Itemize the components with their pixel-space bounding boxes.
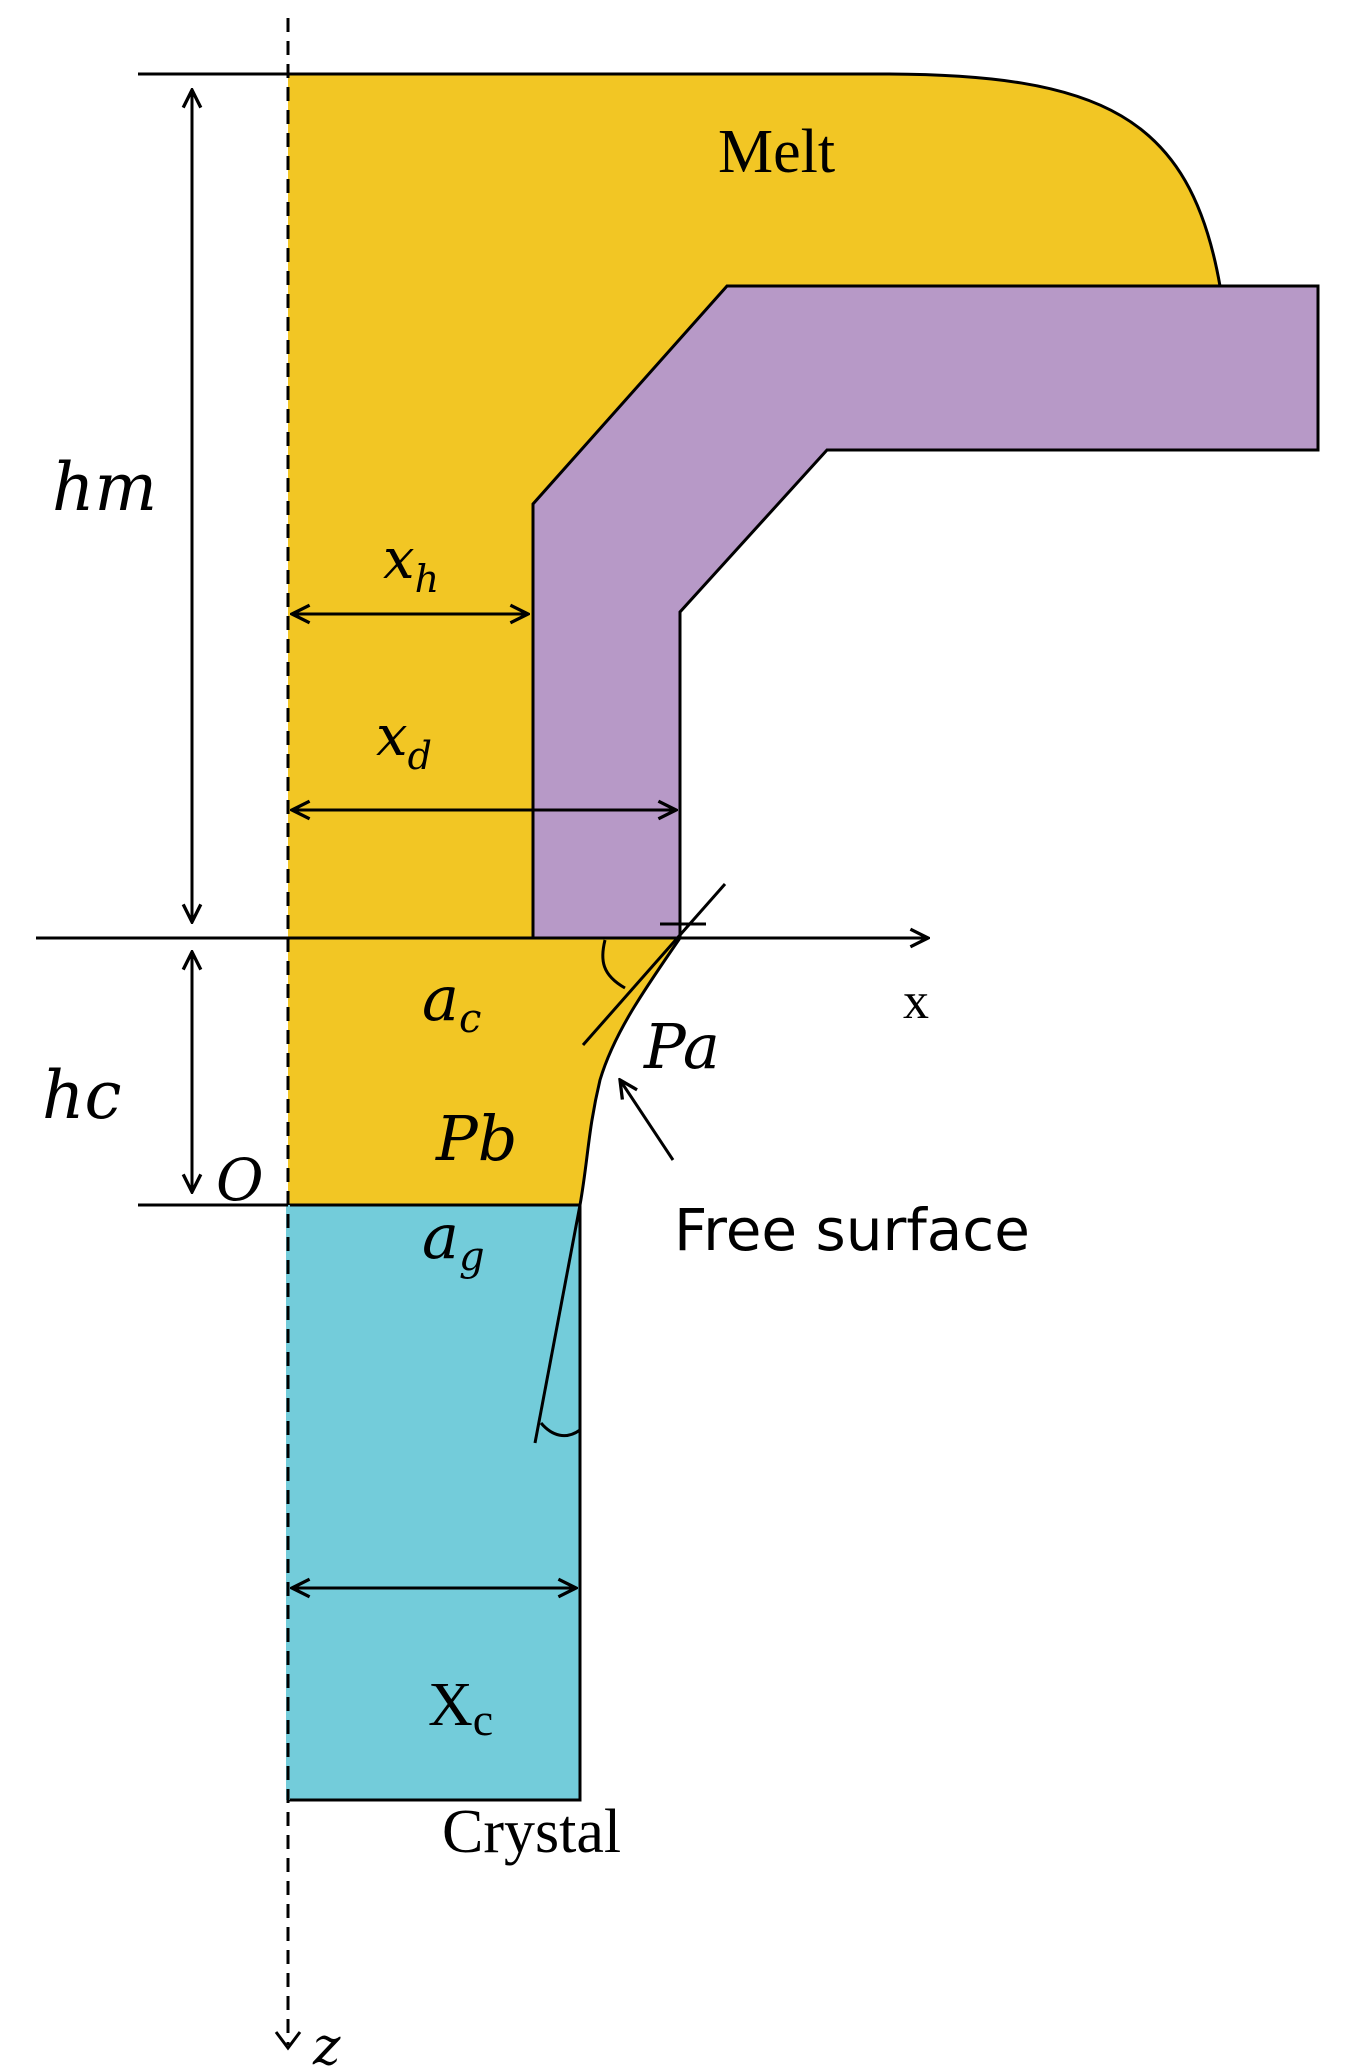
free-surface-curve [578,937,682,1206]
angle-arc-ac [601,939,626,990]
melt-label: Melt [718,118,835,186]
pb-label: Pb [435,1102,517,1175]
z-axis-label: z [312,2017,341,2068]
hm-label: hm [52,449,157,526]
hc-label: hc [42,1057,121,1134]
ag-label: ag [422,1200,485,1280]
meniscus-region [288,938,680,1205]
melt-region [288,74,1220,938]
xc-label: Xc [428,1671,493,1745]
melt-surface-line [138,72,1222,287]
tangent-line-pa [581,883,727,1046]
xh-label: xh [383,527,439,601]
free-surface-pointer [620,1080,675,1161]
pa-label: Pa [643,1010,720,1083]
x-axis-label: x [903,973,929,1030]
crystal-label: Crystal [442,1798,621,1866]
angle-arc-ag [539,1422,581,1438]
ac-label: ac [422,962,481,1042]
die-shape [531,284,1320,940]
origin-label: O [216,1146,264,1214]
xd-label: xd [376,704,432,778]
free-surface-label: Free surface [674,1196,1030,1264]
z-axis-arrowhead [274,2031,302,2051]
tangent-line-ag [533,1204,582,1444]
